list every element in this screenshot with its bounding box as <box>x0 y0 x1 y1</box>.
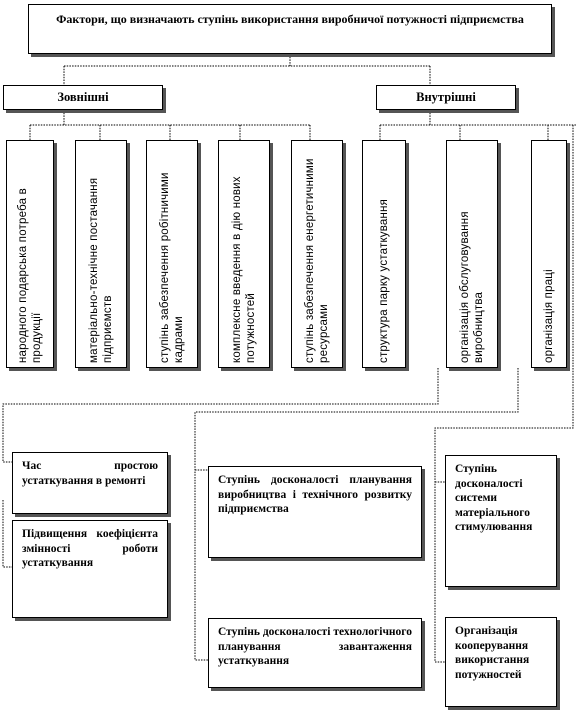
factor-shift-ratio-text: Підвищення коефіцієнта змінності роботи … <box>22 528 158 569</box>
factor-equipment-structure: структура парку устаткування <box>362 140 406 368</box>
factor-material-supply-text: матеріально-технічне постачання підприєм… <box>88 177 114 363</box>
group-internal: Внутрішні <box>376 85 516 110</box>
factor-national-demand: народного подарська потреба в продукції <box>6 140 54 368</box>
factor-tech-planning-text: Ступінь досконалості технологічного план… <box>218 626 412 667</box>
factor-labor-organization-text: організація праці <box>543 269 555 363</box>
factor-stimulation-text: Ступінь досконалості системи матеріально… <box>455 463 533 533</box>
factor-energy: ступінь забезпечення енергетичними ресур… <box>291 140 343 368</box>
factor-service-organization-text: організація обслуговування виробництва <box>459 211 485 363</box>
factor-energy-text: ступінь забезпечення енергетичними ресур… <box>304 158 330 363</box>
group-external-label: Зовнішні <box>57 90 109 104</box>
diagram-title-text: Фактори, що визначають ступінь використа… <box>56 12 524 26</box>
group-external: Зовнішні <box>3 85 163 110</box>
factor-service-organization: організація обслуговування виробництва <box>446 140 498 368</box>
factor-planning-perfection: Ступінь досконалості планування виробниц… <box>208 466 422 558</box>
factor-planning-perfection-text: Ступінь досконалості планування виробниц… <box>218 474 412 515</box>
factor-downtime: Час простою устаткування в ремонті <box>12 452 168 514</box>
group-internal-label: Внутрішні <box>416 90 476 104</box>
diagram-title: Фактори, що визначають ступінь використа… <box>28 4 552 54</box>
factor-equipment-structure-text: структура парку устаткування <box>378 198 390 363</box>
factor-labor-organization: організація праці <box>531 140 567 368</box>
factor-national-demand-text: народного подарська потреба в продукції <box>17 188 43 363</box>
factor-downtime-text: Час простою устаткування в ремонті <box>22 460 158 487</box>
factor-tech-planning: Ступінь досконалості технологічного план… <box>208 618 422 688</box>
factor-shift-ratio: Підвищення коефіцієнта змінності роботи … <box>12 520 168 618</box>
factor-new-capacity-text: комплексне введення в дію нових потужнос… <box>231 176 257 363</box>
factor-cooperation: Організація кооперування використання по… <box>445 617 557 707</box>
factor-new-capacity: комплексне введення в дію нових потужнос… <box>218 140 270 368</box>
factor-workforce-text: ступінь забезпечення робітничими кадрами <box>159 172 185 363</box>
factor-workforce: ступінь забезпечення робітничими кадрами <box>146 140 198 368</box>
factor-stimulation: Ступінь досконалості системи матеріально… <box>445 455 557 587</box>
factor-material-supply: матеріально-технічне постачання підприєм… <box>75 140 127 368</box>
factor-cooperation-text: Організація кооперування використання по… <box>455 625 530 681</box>
